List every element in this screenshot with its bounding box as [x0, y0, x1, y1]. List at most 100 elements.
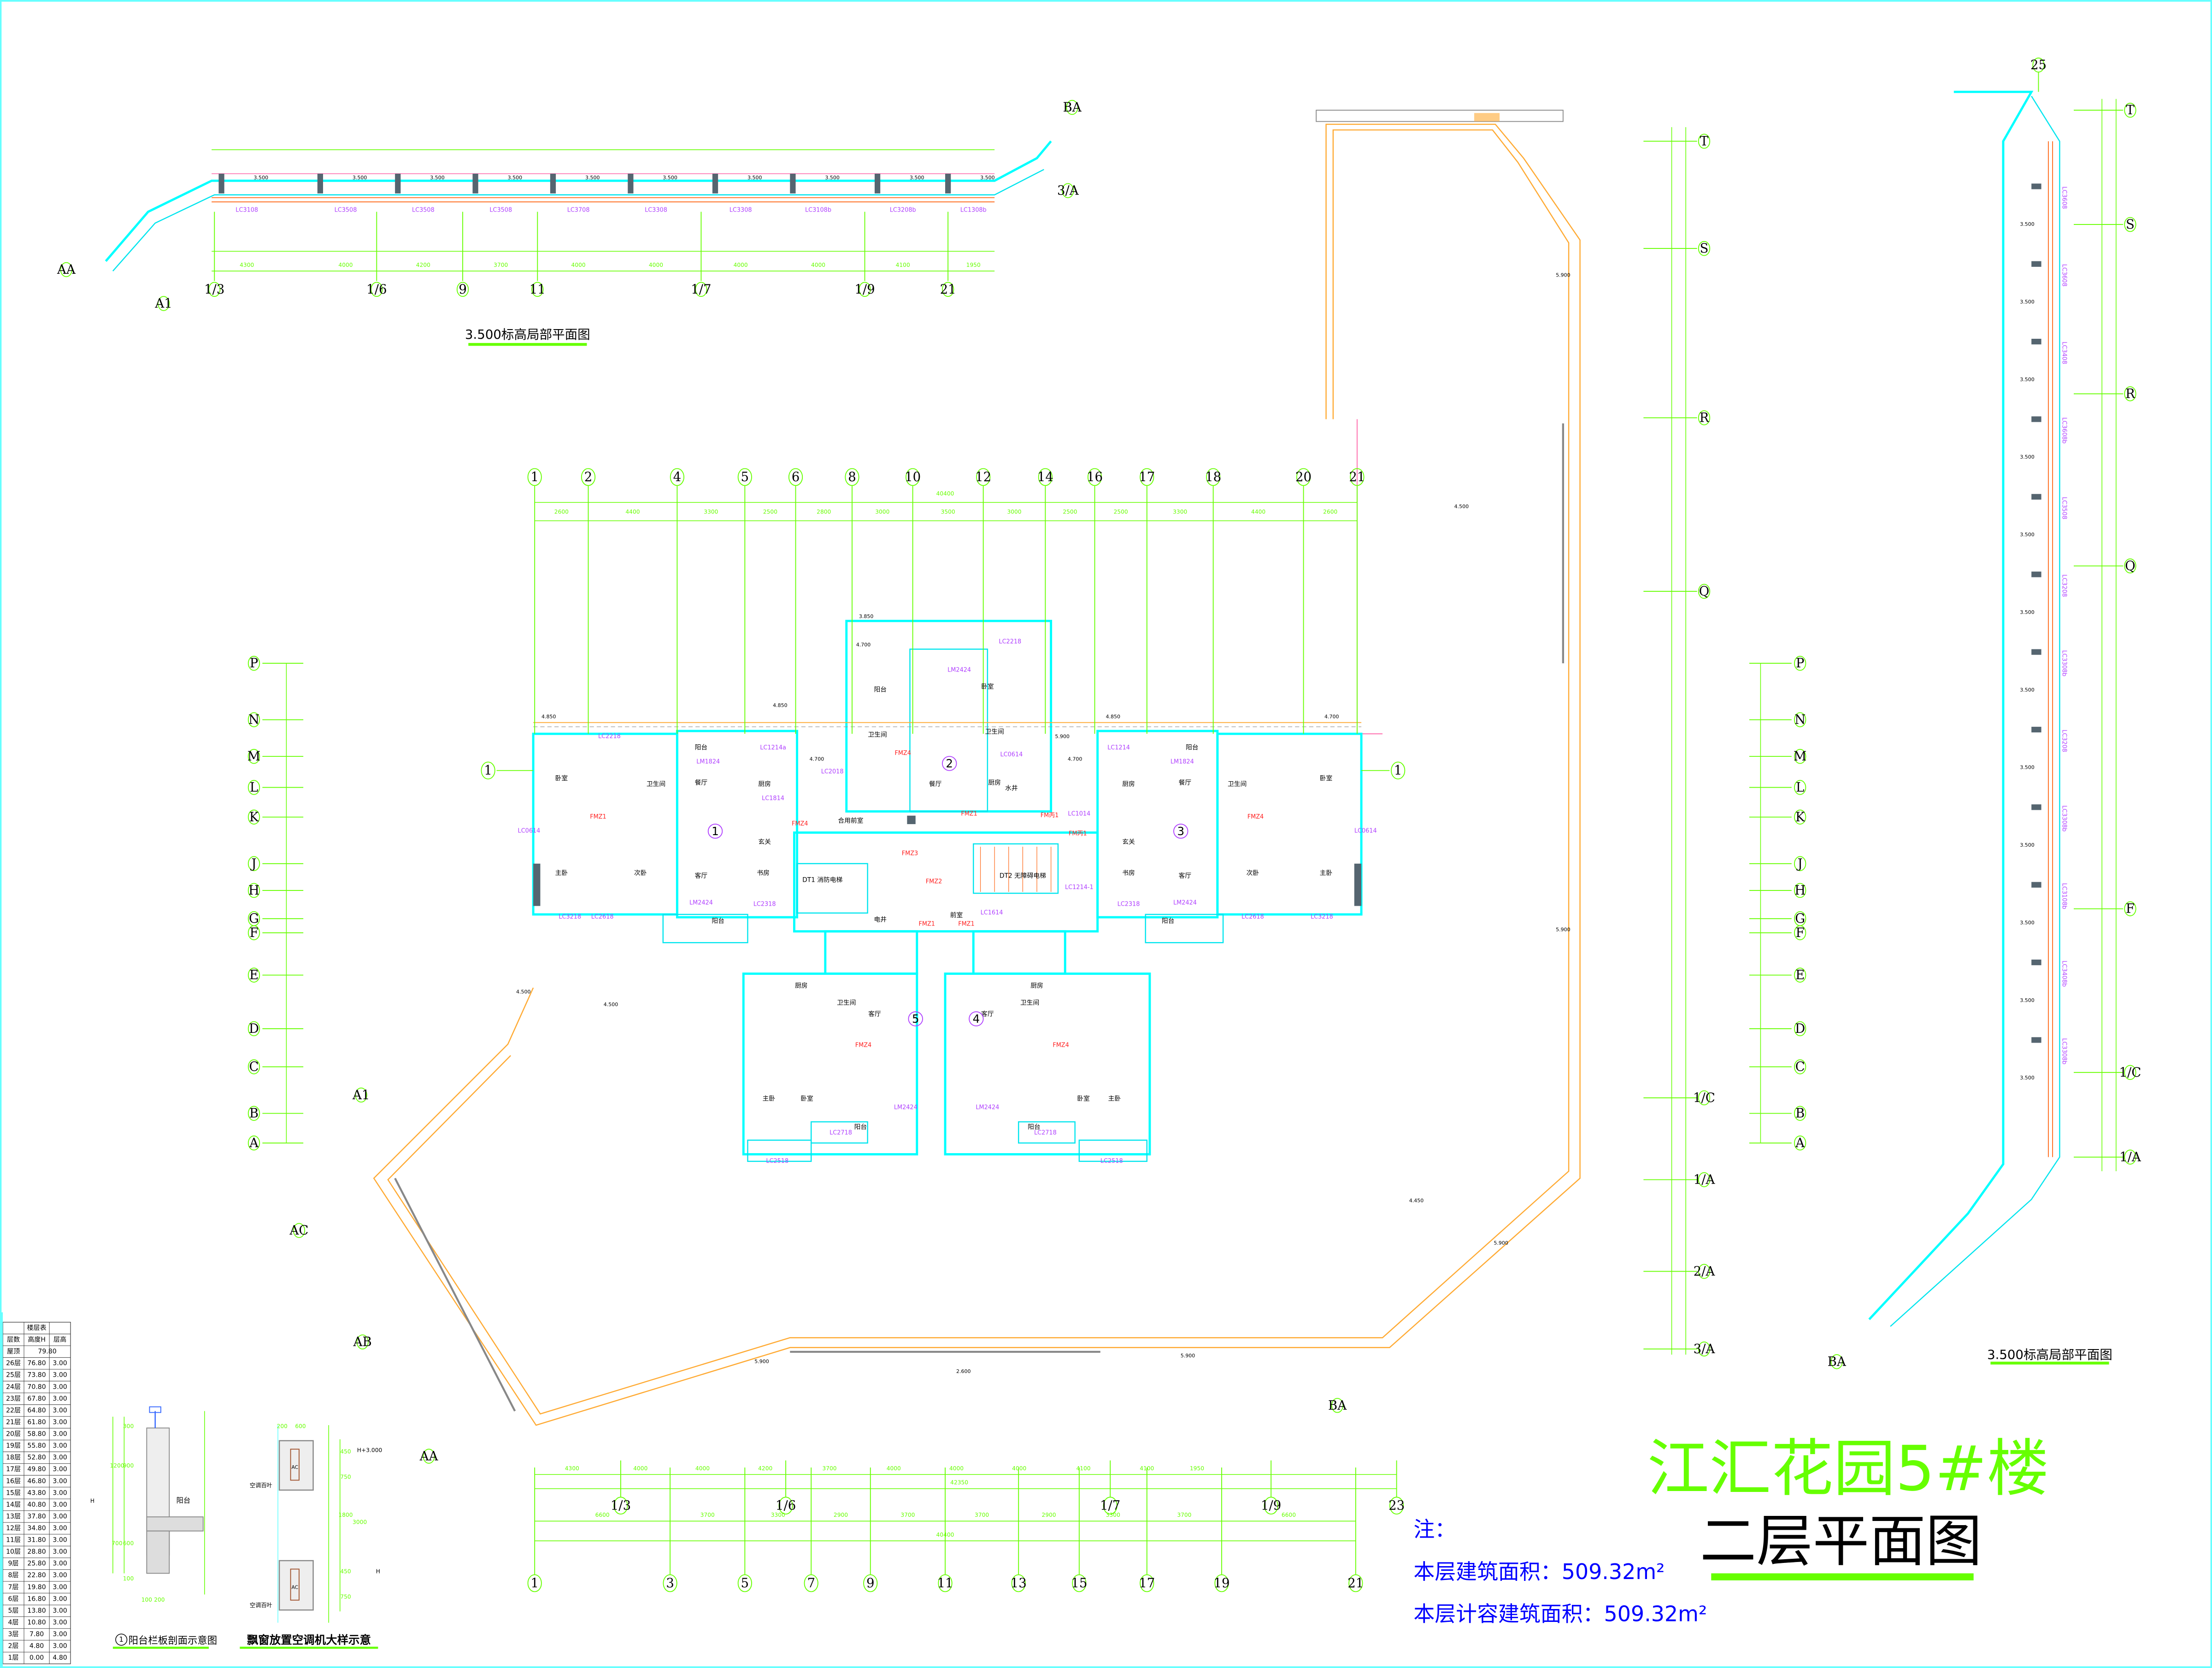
elevation-value: 4.700 — [1324, 713, 1339, 719]
table-cell: 19层 — [6, 1442, 21, 1450]
axis-label: B — [249, 1106, 259, 1121]
axis-label: 21 — [1347, 1576, 1364, 1591]
axis-bubble — [1087, 468, 1102, 486]
table-cell: 3.00 — [53, 1489, 67, 1497]
table-cell: 70.80 — [27, 1383, 46, 1391]
axis-bubble — [778, 1497, 793, 1515]
table-cell: 31.80 — [27, 1537, 46, 1544]
axis-bubble — [247, 883, 260, 898]
table-cell: 12层 — [6, 1525, 21, 1532]
axis-label: S — [1700, 241, 1709, 256]
door-window-code: LC2218 — [999, 638, 1021, 645]
elevation-value: 4.500 — [1454, 503, 1469, 509]
axis-label: 12 — [975, 470, 991, 484]
elevation-value: 2.600 — [956, 1368, 971, 1374]
column — [395, 173, 401, 194]
dimension-value: 2500 — [763, 509, 777, 515]
axis-bubble — [371, 282, 383, 297]
table-cell: 2层 — [8, 1643, 19, 1650]
axis-label: N — [1794, 713, 1806, 727]
axis-bubble — [1331, 1398, 1344, 1413]
table-cell: 3.00 — [53, 1595, 67, 1603]
column — [2031, 804, 2041, 810]
axis-label: 5 — [741, 1576, 749, 1591]
room-label: DT2 无障碍电梯 — [1000, 872, 1046, 879]
podium-roof-outline — [373, 110, 1581, 1426]
unit-number: 4 — [973, 1012, 980, 1026]
axis-label: 25 — [2030, 58, 2047, 72]
axis-bubble — [938, 1574, 953, 1592]
fire-door-code: FMZ4 — [792, 820, 808, 827]
unit-circle — [1173, 824, 1188, 839]
door-window-code: LC2518 — [1100, 1158, 1123, 1165]
ac-detail-title: 飘窗放置空调机大样示意 — [247, 1633, 371, 1647]
door-window-code: LC1014 — [1068, 811, 1090, 818]
table-cell: 3.00 — [53, 1631, 67, 1638]
window-code: LC3608 — [2061, 186, 2068, 209]
door-window-code: LC3218 — [1311, 914, 1333, 920]
column — [2031, 183, 2041, 189]
table-cell: 55.80 — [27, 1442, 46, 1450]
dimension-value: 2900 — [1041, 1512, 1056, 1518]
axis-bubble — [1794, 809, 1806, 825]
partial-plan-title-right: 3.500标高局部平面图 — [1987, 1347, 2112, 1362]
project-title: 江汇花园5#楼 — [1647, 1432, 2049, 1505]
column — [2031, 1037, 2041, 1043]
unit-number: 2 — [946, 757, 953, 770]
table-cell: 3.00 — [53, 1372, 67, 1379]
axis-bubble — [804, 1574, 818, 1592]
room-label: 主卧 — [1320, 869, 1333, 877]
elevation-value: 3.850 — [859, 613, 874, 619]
dimension-value: 3500 — [941, 509, 955, 515]
axis-bubble — [1794, 1135, 1806, 1151]
ac-level-mark: H+3.000 — [357, 1447, 382, 1453]
room-label: 玄关 — [1122, 838, 1135, 846]
dimension-value: 100 — [141, 1597, 152, 1603]
ac-unit-label: AC — [291, 1464, 298, 1470]
dimension-value: 2600 — [554, 509, 569, 515]
window-code: LC3108b — [805, 207, 831, 214]
table-cell: 58.80 — [27, 1431, 46, 1438]
axis-label: J — [250, 856, 256, 871]
table-cell: 28.80 — [27, 1548, 46, 1556]
axis-label: A1 — [154, 296, 172, 311]
door-window-code: LC1214 — [1107, 744, 1130, 751]
dimension-value: 6600 — [595, 1512, 610, 1518]
door-window-code: LM1824 — [696, 758, 720, 765]
window-code: LC3308 — [645, 207, 667, 214]
room-label: DT1 消防电梯 — [802, 877, 842, 884]
axis-bubble — [1794, 1059, 1806, 1074]
axis-label: C — [249, 1060, 259, 1074]
table-cell: 21层 — [6, 1419, 21, 1426]
table-cell: 7层 — [8, 1584, 19, 1591]
room-label: 厨房 — [1122, 780, 1135, 788]
table-cell: 0.00 — [29, 1654, 44, 1662]
partial-plan-title-top-left: 3.500标高局部平面图 — [465, 327, 590, 342]
axis-bubble — [1350, 468, 1365, 486]
room-label: 次卧 — [634, 869, 647, 877]
column — [2031, 882, 2041, 888]
table-cell: 14层 — [6, 1501, 21, 1509]
elevation-value: 5.900 — [1494, 1240, 1508, 1246]
axis-label: 11 — [937, 1576, 953, 1591]
fire-door-code: FMZ1 — [590, 813, 606, 820]
room-label: 餐厅 — [695, 779, 708, 786]
door-window-code: LC2618 — [591, 914, 614, 920]
table-edge-bar — [0, 1312, 3, 1668]
fire-door-code: FMZ2 — [926, 878, 942, 885]
elevation-value: 3.500 — [2020, 997, 2035, 1003]
table-title: 楼层表 — [27, 1324, 46, 1332]
far-right-partial-labels: LC36083.500LC36083.500LC34083.500LC3608b… — [2020, 183, 2068, 1081]
axis-bubble — [788, 468, 803, 486]
axis-bubble — [208, 282, 221, 297]
column — [945, 173, 951, 194]
axis-label: B — [1795, 1106, 1805, 1121]
table-cell: 25.80 — [27, 1560, 46, 1568]
room-label: 厨房 — [988, 779, 1001, 786]
column — [790, 173, 796, 194]
axis-bubble — [1698, 1172, 1711, 1187]
axis-label: 1/9 — [1261, 1498, 1281, 1513]
column — [2031, 572, 2041, 578]
